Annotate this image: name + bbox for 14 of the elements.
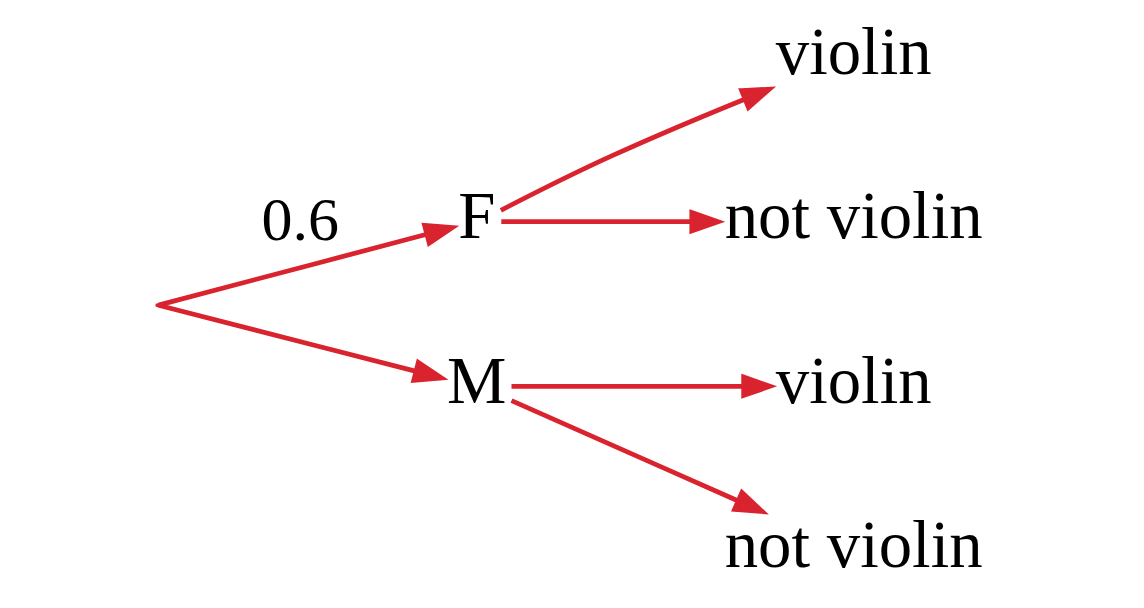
node-text: not violin bbox=[724, 178, 983, 253]
arrow bbox=[157, 302, 448, 383]
edge-label: 0.6 bbox=[260, 185, 339, 254]
arrow bbox=[510, 398, 769, 515]
arrow bbox=[157, 222, 459, 308]
node-text: violin bbox=[775, 342, 932, 417]
node-point bbox=[154, 303, 159, 308]
node-text: violin bbox=[775, 13, 932, 88]
arrow bbox=[500, 209, 725, 235]
node-text: not violin bbox=[724, 507, 983, 582]
node-text: M bbox=[446, 342, 506, 417]
arrow bbox=[511, 373, 777, 399]
node-text: F bbox=[457, 178, 495, 253]
arrow bbox=[499, 86, 776, 213]
